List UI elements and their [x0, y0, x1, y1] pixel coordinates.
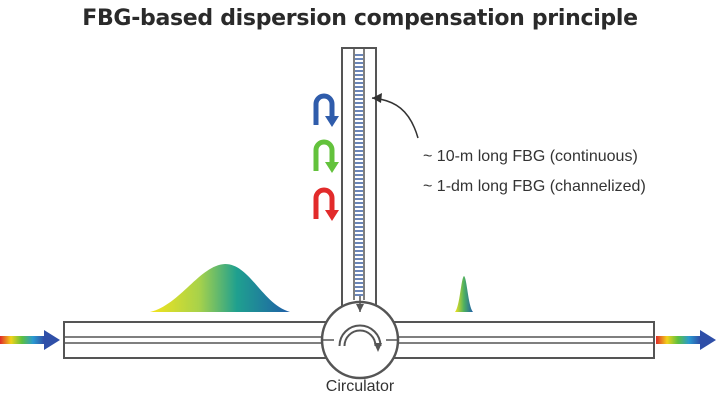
- grating-stripe: [355, 246, 363, 248]
- grating-stripe: [355, 198, 363, 200]
- grating-stripe: [355, 210, 363, 212]
- grating-stripe: [355, 166, 363, 168]
- grating-stripe: [355, 258, 363, 260]
- grating-stripe: [355, 94, 363, 96]
- annotation-line-2: ~ 1-dm long FBG (channelized): [423, 178, 646, 195]
- grating-stripe: [355, 218, 363, 220]
- green-return-arrow-icon: [313, 139, 339, 173]
- grating-stripe: [355, 278, 363, 280]
- grating-stripe: [355, 138, 363, 140]
- annotation-line-1: ~ 10-m long FBG (continuous): [423, 148, 638, 165]
- grating-stripe: [355, 170, 363, 172]
- grating-stripe: [355, 118, 363, 120]
- grating-stripe: [355, 182, 363, 184]
- broad-input-spectrum: [150, 264, 290, 312]
- grating-stripe: [355, 126, 363, 128]
- grating-stripe: [355, 70, 363, 72]
- diagram-title: FBG-based dispersion compensation princi…: [82, 6, 638, 31]
- left-fiber-segment: [63, 321, 335, 359]
- grating-stripe: [355, 202, 363, 204]
- circulator-label: Circulator: [326, 378, 395, 395]
- grating-stripe: [355, 234, 363, 236]
- grating-stripe: [355, 162, 363, 164]
- grating-stripe: [355, 274, 363, 276]
- grating-stripe: [355, 282, 363, 284]
- blue-return-arrow-icon: [313, 93, 339, 127]
- grating-stripe: [355, 250, 363, 252]
- grating-stripe: [355, 78, 363, 80]
- grating-stripe: [355, 102, 363, 104]
- grating-stripe: [355, 206, 363, 208]
- grating-stripe: [355, 286, 363, 288]
- grating-stripe: [355, 58, 363, 60]
- right-fiber-segment: [385, 321, 655, 359]
- vertical-fbg-fiber: [341, 47, 377, 311]
- grating-stripe: [355, 266, 363, 268]
- annotation-pointer: [371, 93, 419, 139]
- grating-stripe: [355, 74, 363, 76]
- grating-stripe: [355, 226, 363, 228]
- grating-stripe: [355, 130, 363, 132]
- grating-stripe: [355, 238, 363, 240]
- grating-stripe: [355, 214, 363, 216]
- grating-stripe: [355, 150, 363, 152]
- fbg-grating: [355, 54, 363, 296]
- grating-stripe: [355, 186, 363, 188]
- grating-stripe: [355, 178, 363, 180]
- grating-stripe: [355, 98, 363, 100]
- red-return-arrow-icon: [313, 187, 339, 221]
- circulator: [320, 296, 400, 380]
- grating-stripe: [355, 194, 363, 196]
- grating-stripe: [355, 90, 363, 92]
- grating-stripe: [355, 242, 363, 244]
- grating-stripe: [355, 82, 363, 84]
- grating-stripe: [355, 190, 363, 192]
- grating-stripe: [355, 174, 363, 176]
- grating-stripe: [355, 146, 363, 148]
- grating-stripe: [355, 270, 363, 272]
- grating-stripe: [355, 158, 363, 160]
- grating-stripe: [355, 122, 363, 124]
- grating-stripe: [355, 254, 363, 256]
- grating-stripe: [355, 66, 363, 68]
- grating-stripe: [355, 62, 363, 64]
- grating-stripe: [355, 222, 363, 224]
- grating-stripe: [355, 106, 363, 108]
- output-arrow-icon: [656, 330, 716, 350]
- grating-stripe: [355, 154, 363, 156]
- grating-stripe: [355, 290, 363, 292]
- grating-stripe: [355, 114, 363, 116]
- grating-stripe: [355, 54, 363, 56]
- input-arrow-icon: [0, 330, 60, 350]
- compressed-output-pulse: [455, 276, 473, 312]
- grating-stripe: [355, 230, 363, 232]
- grating-stripe: [355, 294, 363, 296]
- grating-stripe: [355, 86, 363, 88]
- grating-stripe: [355, 262, 363, 264]
- grating-stripe: [355, 134, 363, 136]
- grating-stripe: [355, 142, 363, 144]
- grating-stripe: [355, 110, 363, 112]
